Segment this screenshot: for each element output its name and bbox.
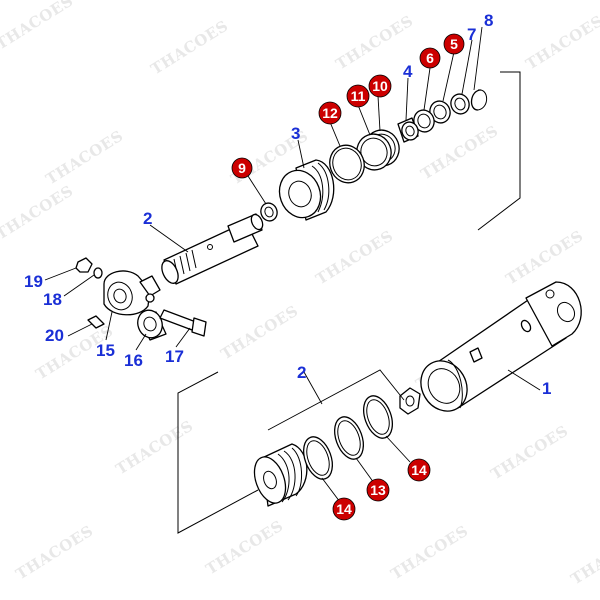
badge-14-right: 14 — [407, 458, 431, 482]
part-19-grease-nipple — [75, 257, 93, 273]
part-1-cylinder-tube — [420, 281, 582, 412]
part-17-clamp-bolt — [159, 309, 207, 337]
part-3-cylinder-head — [278, 159, 335, 221]
badge-14-left: 14 — [332, 497, 356, 521]
part-16-bushing — [137, 309, 167, 341]
label-17: 17 — [165, 347, 184, 366]
part-18-washer — [93, 267, 103, 279]
svg-text:10: 10 — [372, 78, 388, 94]
label-3: 3 — [291, 124, 300, 143]
part-13-ring — [334, 416, 364, 460]
watermark-text: THACOES — [488, 422, 572, 484]
watermark-text: THACOES — [218, 302, 302, 364]
label-2-top: 2 — [143, 209, 152, 228]
watermark-text: THACOES — [313, 227, 397, 289]
badge-9: 9 — [231, 157, 253, 179]
badge-10: 10 — [368, 74, 392, 98]
part-2-piston — [253, 443, 308, 507]
part-14-ring-a — [303, 436, 333, 480]
part-14-ring-b — [363, 395, 393, 439]
watermark-text: THACOES — [568, 527, 600, 589]
watermark-text: THACOES — [0, 0, 77, 53]
watermark-text: THACOES — [0, 182, 77, 244]
watermark-text: THACOES — [388, 522, 472, 584]
part-12-o-ring — [329, 144, 365, 184]
part-5-ring — [429, 100, 451, 124]
label-20: 20 — [45, 326, 64, 345]
bracket-frame-top — [477, 71, 521, 231]
part-4-bushing — [397, 117, 419, 143]
watermark-text: THACOES — [13, 522, 97, 584]
label-7: 7 — [467, 25, 476, 44]
badge-11: 11 — [346, 84, 370, 108]
label-19: 19 — [24, 272, 43, 291]
part-7-washer — [450, 93, 470, 115]
red-badges: 5 6 10 11 12 9 14 13 — [231, 33, 465, 521]
watermark-text: THACOES — [148, 17, 232, 79]
svg-text:14: 14 — [336, 501, 352, 517]
part-15-rod-end — [103, 270, 161, 316]
watermark-text: THACOES — [203, 517, 287, 579]
part-8-snap-ring — [470, 89, 488, 111]
part-6-seal — [413, 109, 435, 133]
leader-lines — [44, 26, 541, 503]
part-9-nut — [260, 202, 278, 222]
part-nut-bottom — [399, 387, 421, 415]
bracket-frame-bottom — [177, 371, 259, 534]
label-16: 16 — [124, 351, 143, 370]
watermark-text: THACOES — [43, 127, 127, 189]
badge-5: 5 — [443, 33, 465, 55]
label-2-bottom: 2 — [297, 363, 306, 382]
watermark-text: THACOES — [113, 417, 197, 479]
badge-6: 6 — [419, 47, 441, 69]
part-20-bolt — [87, 315, 105, 329]
svg-text:9: 9 — [238, 160, 246, 176]
label-15: 15 — [96, 341, 115, 360]
blue-labels: 8 7 4 3 2 19 18 20 15 16 17 2 1 — [24, 11, 551, 398]
label-8: 8 — [484, 11, 493, 30]
svg-text:12: 12 — [322, 105, 338, 121]
badge-12: 12 — [318, 101, 342, 125]
label-4: 4 — [403, 62, 413, 81]
label-18: 18 — [43, 290, 62, 309]
badge-13: 13 — [366, 478, 390, 502]
svg-text:5: 5 — [450, 36, 458, 52]
label-1: 1 — [542, 379, 551, 398]
watermark-text: THACOES — [523, 12, 600, 74]
watermark-text: THACOES — [418, 122, 502, 184]
watermark-text: THACOES — [503, 227, 587, 289]
svg-text:6: 6 — [426, 50, 434, 66]
svg-text:11: 11 — [351, 88, 366, 104]
svg-text:14: 14 — [411, 462, 427, 478]
svg-text:13: 13 — [370, 482, 386, 498]
part-2-piston-rod — [161, 213, 264, 285]
